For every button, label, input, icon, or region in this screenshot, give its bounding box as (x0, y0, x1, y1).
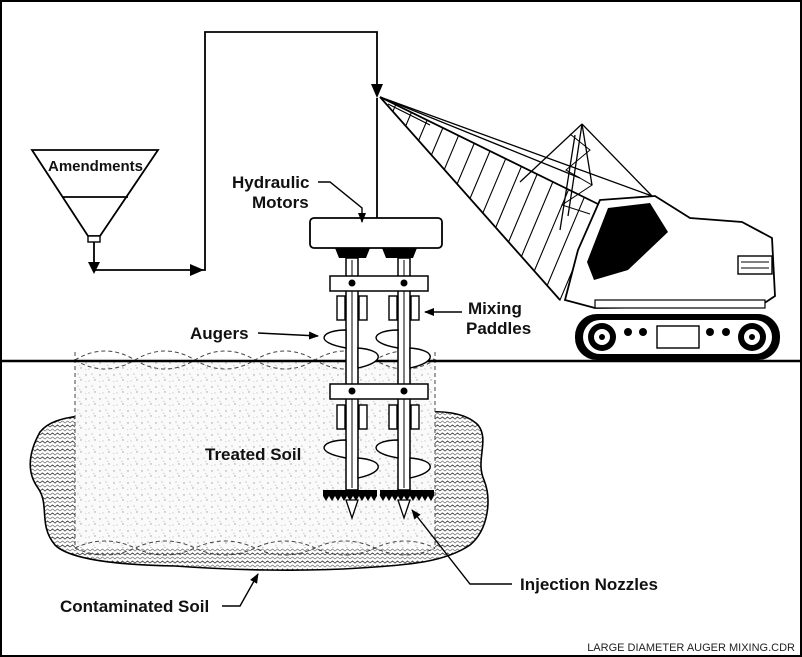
mixing-paddles-label-line2: Paddles (466, 319, 531, 338)
hydraulic-motor-housing (309, 217, 443, 258)
cab-vent-grille (737, 255, 773, 275)
crane-cab (563, 195, 776, 309)
contaminated-soil-leader (222, 573, 259, 607)
mixing-paddle-blades (336, 295, 420, 430)
feed-pipe-arrow-end (371, 84, 383, 98)
crane-tracks (575, 314, 780, 360)
hydraulic-motors-label-line1: Hydraulic (232, 173, 309, 192)
injection-nozzles-leader (411, 509, 512, 585)
shaft-brackets (329, 275, 429, 400)
boom-lattice-bracing (392, 104, 601, 302)
mast-lattice (560, 133, 593, 215)
injection-nozzles-label: Injection Nozzles (520, 575, 658, 594)
augers-label: Augers (190, 324, 249, 343)
hydraulic-motors-label-line2: Motors (252, 193, 309, 212)
auger-flights (323, 329, 431, 479)
feed-pipe-arrow-down (88, 262, 100, 274)
amendments-label: Amendments (48, 158, 143, 175)
feed-pipe-arrow-right (190, 264, 204, 276)
cab-window (587, 203, 668, 280)
augers-leader (257, 331, 319, 340)
label-leaders (222, 181, 512, 607)
file-name-footer: LARGE DIAMETER AUGER MIXING.CDR (587, 642, 795, 654)
mixing-paddles-label-line1: Mixing (468, 299, 522, 318)
crane-cables (379, 96, 653, 231)
contaminated-soil-label: Contaminated Soil (60, 597, 209, 616)
hydraulic-motors-leader (318, 181, 366, 223)
treated-soil-label: Treated Soil (205, 445, 301, 464)
crane-boom (379, 96, 601, 302)
cutter-heads (323, 490, 434, 501)
injection-nozzle-tips (345, 499, 411, 521)
